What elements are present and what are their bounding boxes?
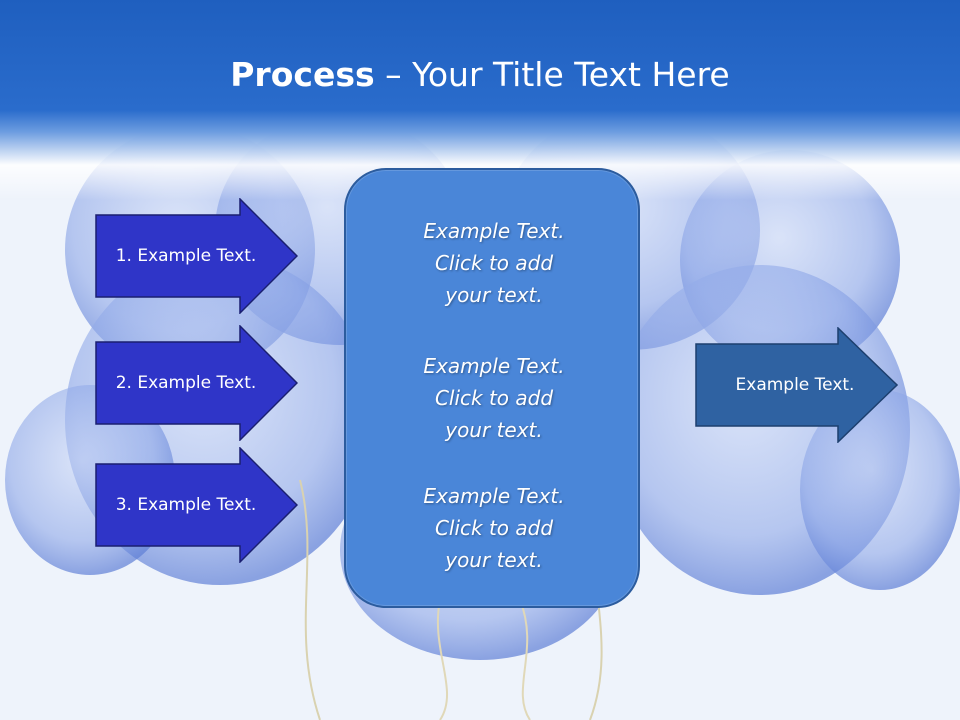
arrow-shape-2 [95,325,298,441]
arrow-shape-3 [95,447,298,563]
right-arrow[interactable]: Example Text. [695,327,898,443]
left-arrow-1-label: 1. Example Text. [115,246,257,266]
center-text-box[interactable]: Example Text. Click to add your text. Ex… [344,168,640,608]
left-arrow-3-label: 3. Example Text. [115,495,257,515]
center-paragraph-3-line-3: your text. [445,548,543,572]
left-arrow-3[interactable]: 3. Example Text. [95,447,298,563]
title-band [0,0,960,200]
center-paragraph-1: Example Text. Click to add your text. [346,215,642,311]
title-bold-part: Process [230,55,375,94]
left-arrow-2-label: 2. Example Text. [115,373,257,393]
right-arrow-label: Example Text. [735,375,855,395]
center-paragraph-3: Example Text. Click to add your text. [346,480,642,576]
right-arrow-shape [695,327,898,443]
center-paragraph-2-line-3: your text. [445,418,543,442]
center-paragraph-1-line-3: your text. [445,283,543,307]
slide-title[interactable]: Process – Your Title Text Here [0,52,960,98]
center-paragraph-2-line-1: Example Text. [423,354,565,378]
title-rest-part: – Your Title Text Here [374,55,730,94]
center-paragraph-1-line-2: Click to add [434,251,554,275]
center-paragraph-2-line-2: Click to add [434,386,554,410]
center-paragraph-1-line-1: Example Text. [423,219,565,243]
left-arrow-1[interactable]: 1. Example Text. [95,198,298,314]
arrow-shape-1 [95,198,298,314]
center-paragraph-3-line-1: Example Text. [423,484,565,508]
center-paragraph-2: Example Text. Click to add your text. [346,350,642,446]
left-arrow-2[interactable]: 2. Example Text. [95,325,298,441]
center-paragraph-3-line-2: Click to add [434,516,554,540]
